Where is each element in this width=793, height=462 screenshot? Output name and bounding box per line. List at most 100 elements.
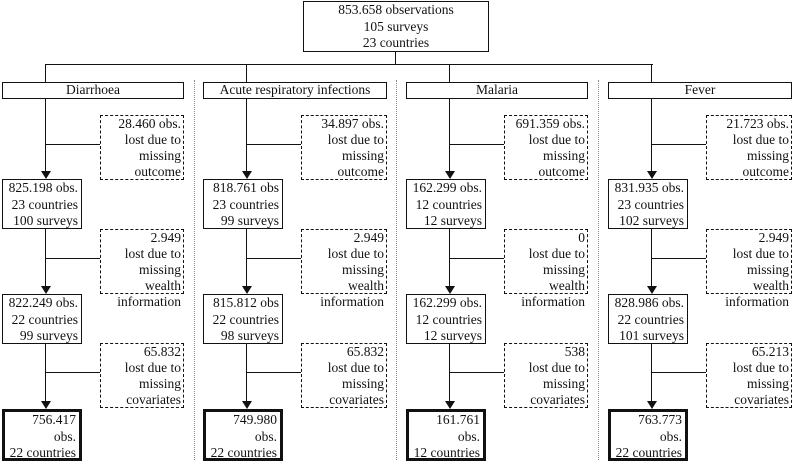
flow-line (651, 229, 653, 286)
lost-line: missing (542, 376, 585, 391)
lost-line: outcome (538, 164, 586, 179)
sample-line: 12 countries (415, 196, 482, 212)
lost-line: 2.949 (150, 230, 181, 245)
sample-line: 100 surveys (13, 213, 78, 228)
flow-line (45, 99, 47, 171)
lost-line: outcome (134, 164, 182, 179)
flow-line (246, 229, 248, 286)
sample-line: 22 countries (9, 445, 76, 460)
top-line: 853.658 observations (338, 2, 454, 17)
lost-line: lost due to (528, 360, 585, 375)
column-header-3: Fever (608, 82, 792, 99)
flow-line (45, 229, 47, 286)
sample-line: 815.812 obs (212, 295, 279, 310)
column-separator (598, 80, 599, 460)
lost-line: covariates (530, 392, 585, 407)
sample-line: 23 countries (11, 196, 78, 212)
branch-line (246, 258, 301, 260)
sample-line: 162.299 obs. (412, 180, 482, 195)
sample-line: 22 countries (212, 311, 279, 327)
flow-line (449, 229, 451, 286)
lost-line: 0 (578, 230, 585, 245)
arrow-down-icon (444, 171, 455, 179)
flow-line (651, 99, 653, 171)
connector-line (45, 65, 47, 82)
final-sample-box: 749.980 obs.22 countries96 surveys (203, 409, 283, 462)
sample-line: 22 countries (615, 445, 682, 460)
lost-line: covariates (329, 392, 384, 407)
sample-line: 99 surveys (220, 213, 279, 228)
flow-line (246, 99, 248, 171)
column-separator (194, 80, 195, 460)
sample-line: 22 countries (617, 311, 684, 327)
sample-line: 98 surveys (220, 328, 279, 343)
arrow-down-icon (444, 401, 455, 409)
arrow-down-icon (646, 401, 657, 409)
lost-line: lost due to (732, 132, 789, 147)
branch-line (45, 372, 100, 374)
lost-line: missing (138, 376, 181, 391)
sample-line: 12 surveys (423, 213, 482, 228)
lost-line: 21.723 obs. (726, 116, 789, 131)
column-title: Malaria (476, 82, 518, 97)
lost-line: missing wealth (542, 262, 585, 293)
top-line: 105 surveys (363, 18, 429, 34)
lost-line: 28.460 obs. (118, 116, 181, 131)
lost-line: information (725, 294, 789, 309)
lost-line: 691.359 obs. (515, 116, 585, 131)
sample-line: 22 countries (11, 311, 78, 327)
lost-line: lost due to (124, 246, 181, 261)
arrow-down-icon (444, 286, 455, 294)
column-title: Diarrhoea (66, 82, 120, 97)
arrow-down-icon (40, 171, 51, 179)
arrow-down-icon (241, 401, 252, 409)
column-separator (396, 80, 397, 460)
sample-line: 23 countries (617, 196, 684, 212)
lost-line: 2.949 (353, 230, 384, 245)
sample-line: 822.249 obs. (8, 295, 78, 310)
lost-line: lost due to (732, 246, 789, 261)
connector-line (45, 64, 653, 66)
final-sample-box: 161.761 obs.12 countries20 surveys (406, 409, 486, 462)
lost-line: missing wealth (746, 262, 789, 293)
lost-line: 65.832 (143, 344, 181, 359)
arrow-down-icon (646, 286, 657, 294)
sample-line: 831.935 obs. (614, 180, 684, 195)
branch-line (651, 372, 706, 374)
branch-line (246, 144, 301, 146)
lost-line: missing wealth (138, 262, 181, 293)
lost-line: covariates (734, 392, 789, 407)
branch-line (449, 258, 504, 260)
arrow-down-icon (40, 286, 51, 294)
lost-line: lost due to (327, 246, 384, 261)
lost-line: lost due to (124, 132, 181, 147)
lost-line: 2.949 (758, 230, 789, 245)
lost-line: information (521, 294, 585, 309)
branch-line (449, 372, 504, 374)
lost-line: 538 (564, 344, 585, 359)
sample-line: 825.198 obs. (8, 180, 78, 195)
lost-line: information (117, 294, 181, 309)
lost-line: lost due to (528, 132, 585, 147)
sample-line: 763.773 obs. (638, 412, 682, 444)
connector-line (651, 65, 653, 82)
sample-line: 12 countries (415, 311, 482, 327)
lost-line: missing (341, 376, 384, 391)
lost-line: 34.897 obs. (321, 116, 384, 131)
